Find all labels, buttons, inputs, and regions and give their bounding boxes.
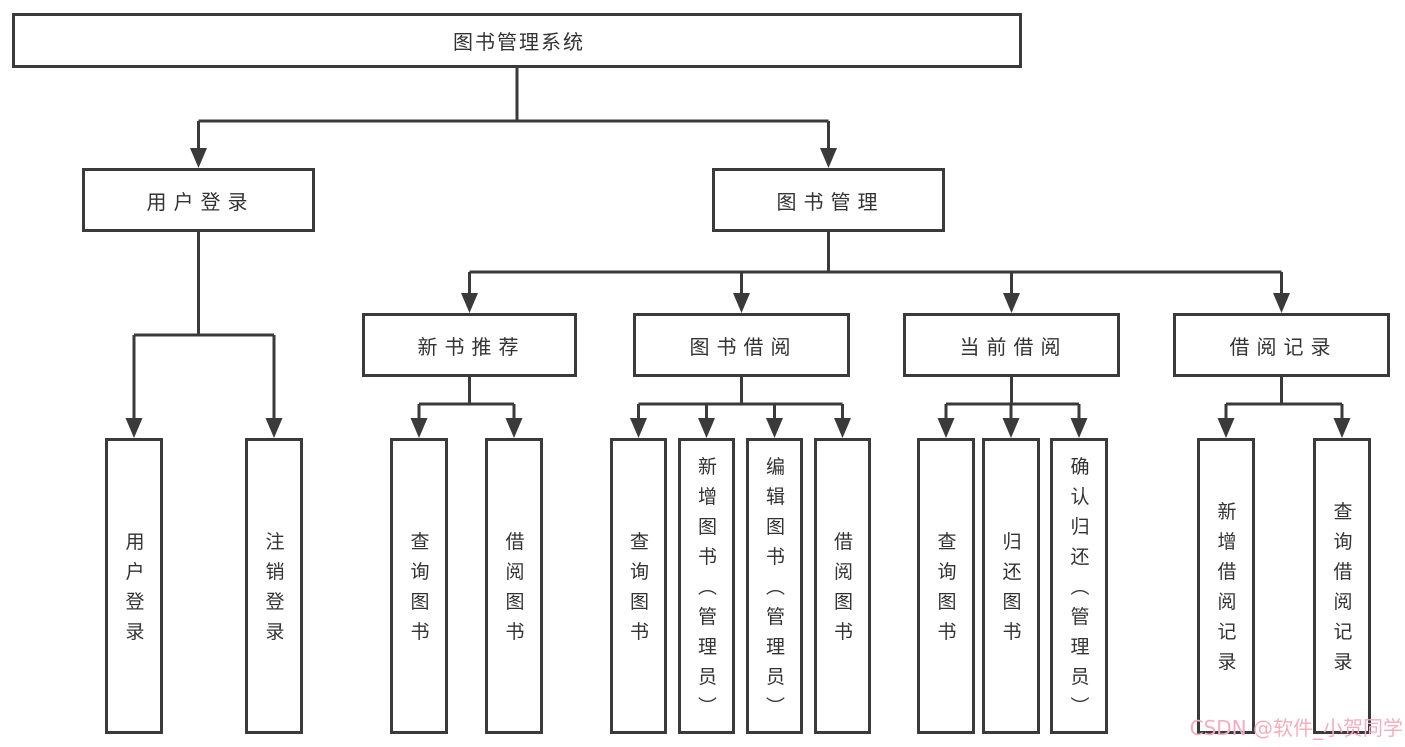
node-leaf-borrow-borrow-books-label: 借阅图书 — [831, 531, 853, 652]
node-book-borrow-label: 图书借阅 — [689, 334, 798, 359]
arrowheads — [125, 148, 1351, 438]
node-current-borrow: 当前借阅 — [903, 313, 1120, 377]
node-leaf-records-query-record: 查询借阅记录 — [1313, 438, 1371, 734]
connector-lines — [132, 68, 1344, 420]
node-leaf-borrow-add-books-admin: 新增图书（管理员） — [678, 438, 735, 734]
watermark-text: CSDN @软件_小贺同学 — [1189, 716, 1403, 740]
node-user-login-label: 用户登录 — [146, 189, 255, 214]
node-leaf-current-confirm-return-admin: 确认归还（管理员） — [1050, 438, 1108, 734]
node-leaf-current-query-books-label: 查询图书 — [934, 531, 957, 652]
node-leaf-logout: 注销登录 — [245, 438, 303, 734]
node-leaf-borrow-query-books-label: 查询图书 — [627, 531, 649, 652]
node-user-login: 用户登录 — [82, 168, 315, 232]
node-new-book-recommend: 新书推荐 — [362, 313, 577, 377]
node-leaf-borrow-query-books: 查询图书 — [610, 438, 667, 734]
node-borrow-records-label: 借阅记录 — [1229, 334, 1338, 359]
node-leaf-newrec-query-books: 查询图书 — [390, 438, 448, 734]
node-root-label: 图书管理系统 — [453, 30, 585, 54]
node-leaf-logout-label: 注销登录 — [262, 531, 285, 652]
node-leaf-current-confirm-return-admin-label: 确认归还（管理员） — [1067, 456, 1090, 727]
node-leaf-current-return-books-label: 归还图书 — [999, 531, 1022, 652]
node-book-management-label: 图书管理 — [776, 189, 885, 214]
node-new-book-recommend-label: 新书推荐 — [417, 334, 526, 359]
node-leaf-borrow-edit-books-admin-label: 编辑图书（管理员） — [763, 456, 785, 727]
node-leaf-records-add-record-label: 新增借阅记录 — [1214, 501, 1237, 682]
node-leaf-borrow-edit-books-admin: 编辑图书（管理员） — [746, 438, 803, 734]
node-borrow-records: 借阅记录 — [1173, 313, 1390, 377]
node-leaf-borrow-add-books-admin-label: 新增图书（管理员） — [695, 456, 717, 727]
node-book-borrow: 图书借阅 — [633, 313, 850, 377]
node-leaf-user-login-label: 用户登录 — [122, 531, 145, 652]
node-current-borrow-label: 当前借阅 — [959, 334, 1068, 359]
node-leaf-newrec-borrow-books: 借阅图书 — [485, 438, 543, 734]
node-leaf-borrow-borrow-books: 借阅图书 — [814, 438, 871, 734]
node-leaf-records-query-record-label: 查询借阅记录 — [1330, 501, 1353, 682]
node-leaf-current-query-books: 查询图书 — [917, 438, 975, 734]
node-leaf-newrec-query-books-label: 查询图书 — [407, 531, 430, 652]
node-leaf-user-login: 用户登录 — [105, 438, 163, 734]
node-root: 图书管理系统 — [12, 13, 1022, 68]
node-leaf-newrec-borrow-books-label: 借阅图书 — [502, 531, 525, 652]
node-book-management: 图书管理 — [712, 168, 945, 232]
node-leaf-records-add-record: 新增借阅记录 — [1197, 438, 1255, 734]
node-leaf-current-return-books: 归还图书 — [982, 438, 1040, 734]
